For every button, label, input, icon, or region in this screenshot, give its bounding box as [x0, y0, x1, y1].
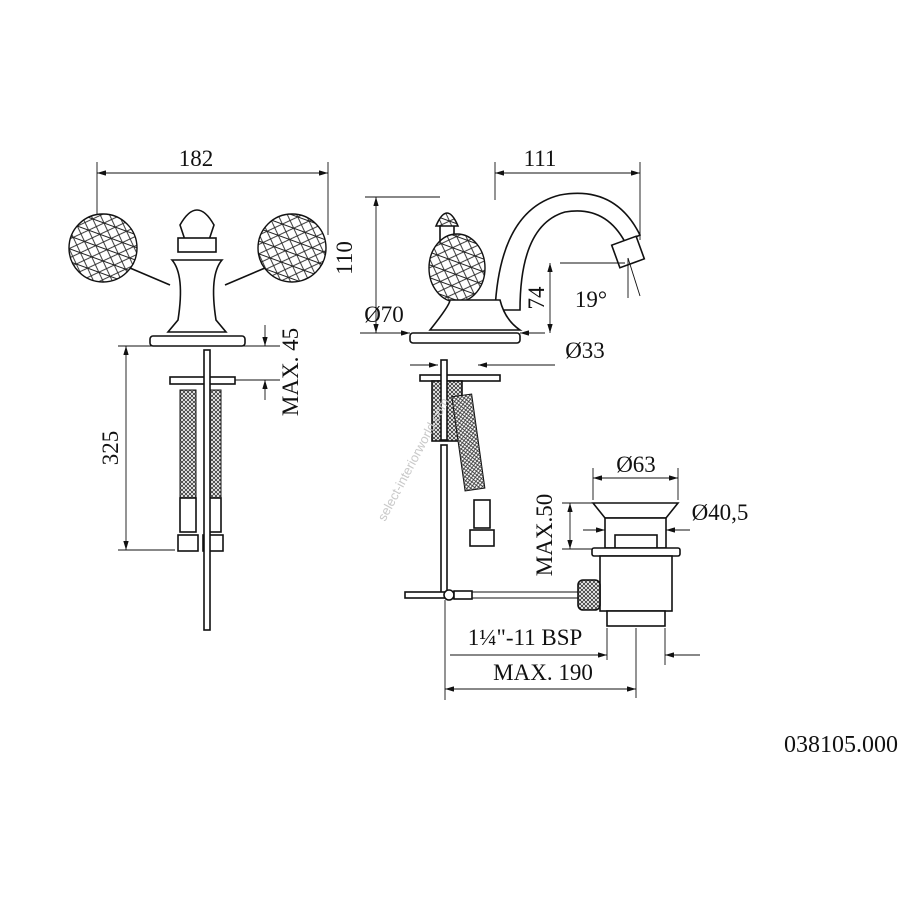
- angle-label: 19°: [575, 287, 607, 312]
- side-hose: [451, 393, 486, 492]
- spout-top: [179, 209, 215, 241]
- max-length-label: MAX. 190: [493, 660, 593, 685]
- pop-up-rod: [203, 349, 211, 631]
- drain-flange: [591, 502, 680, 519]
- front-view: 182 MAX. 45 325: [68, 146, 329, 631]
- left-crystal-handle: [68, 213, 138, 283]
- waste-diameter-label: Ø40,5: [692, 500, 749, 525]
- height-label: 110: [332, 241, 357, 275]
- drain-assembly: Ø63 Ø40,5 MAX.50 1¼"-11 BSP MAX.: [404, 452, 749, 700]
- width-label: 182: [179, 146, 214, 171]
- side-base-plate: [409, 332, 521, 344]
- hose-length-label: 325: [98, 431, 123, 466]
- flange-diameter-label: Ø63: [616, 452, 656, 477]
- drain-body: [599, 555, 673, 612]
- left-hose: [179, 389, 197, 499]
- side-pop-up-rod: [440, 444, 448, 596]
- side-crystal-handle: [428, 233, 486, 303]
- base-diameter-label: Ø70: [364, 302, 404, 327]
- hole-diameter-label: Ø33: [565, 338, 605, 363]
- spout-height-label: 74: [524, 286, 549, 310]
- side-view: 111 110 Ø70 74 19° Ø33: [332, 146, 646, 596]
- max-height-label: MAX.50: [532, 494, 557, 576]
- reach-label: 111: [524, 146, 557, 171]
- product-code: 038105.000: [784, 732, 898, 758]
- right-crystal-handle: [257, 213, 327, 283]
- max-mount-label: MAX. 45: [278, 328, 303, 416]
- base-plate: [149, 335, 246, 347]
- tap-body: [166, 259, 228, 333]
- drain-lever-nut: [577, 579, 601, 611]
- spout: [494, 192, 642, 311]
- thread-label: 1¼"-11 BSP: [468, 625, 583, 650]
